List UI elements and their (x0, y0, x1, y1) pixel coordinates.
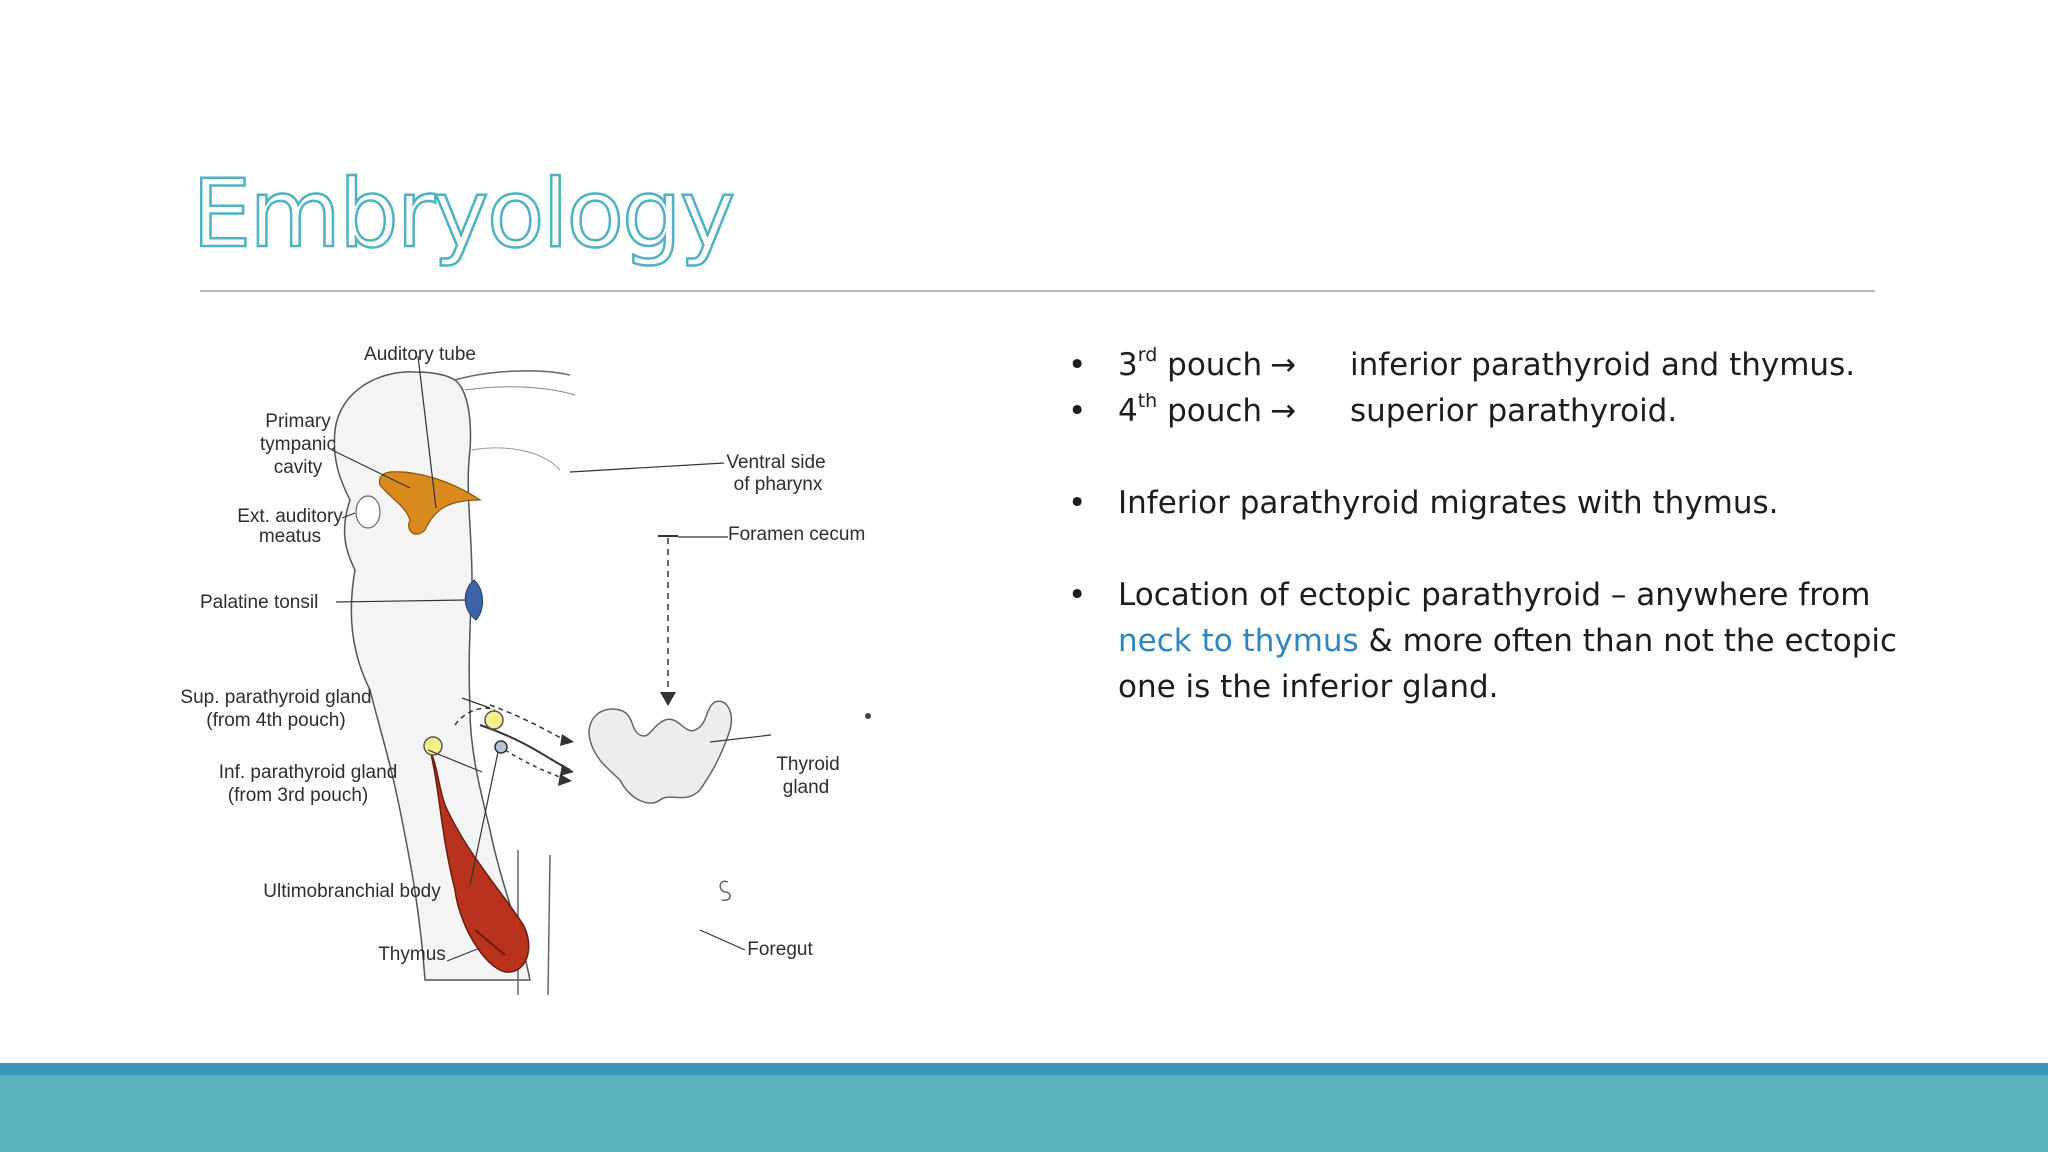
label-palatine-tonsil: Palatine tonsil (200, 592, 318, 613)
handwritten-mark (719, 880, 732, 902)
label-thyroid: Thyroid (776, 754, 839, 775)
bullet-pouch-ordinal: th (1137, 390, 1158, 412)
bullet-pouch-word: pouch (1157, 393, 1263, 429)
bullet-ectopic-location: Location of ectopic parathyroid – anywhe… (1068, 572, 1948, 710)
pharyngeal-pouch-diagram: Auditory tube Primary tympanic cavity Ex… (180, 344, 871, 996)
title-divider (200, 290, 1875, 292)
thymus-arrow (474, 929, 506, 956)
label-ext-auditory-2: meatus (259, 526, 321, 547)
bullet-text: Inferior parathyroid migrates with thymu… (1118, 485, 1779, 521)
label-ventral-side-2: of pharynx (734, 474, 823, 495)
label-primary-tympanic: Primary (265, 411, 331, 432)
thymus-shape (429, 749, 530, 973)
bullet-migration: Inferior parathyroid migrates with thymu… (1068, 480, 1948, 526)
sup-parathyroid-gland (484, 710, 504, 730)
bullet-pouch-number: 4 (1118, 393, 1138, 429)
label-ext-auditory: Ext. auditory (237, 506, 343, 527)
label-ventral-side: Ventral side (726, 452, 825, 473)
migration-arrow-2 (489, 704, 566, 741)
label-sup-parathyroid: Sup. parathyroid gland (180, 687, 371, 708)
stray-dot (865, 713, 871, 719)
migration-arrow-1 (479, 724, 571, 771)
palatine-tonsil-shape (464, 579, 483, 621)
bullet-list: 3rd pouch→ inferior parathyroid and thymu… (1068, 342, 1948, 710)
pharynx-top-inner (464, 386, 576, 396)
bullet-derivative: inferior parathyroid and thymus. (1350, 347, 1856, 383)
footer-bar (0, 1075, 2048, 1152)
arrowhead-3 (558, 774, 572, 786)
bullet-text-post: & more often than not the ectopic one is… (1118, 623, 1898, 705)
ultimobranchial-body (494, 740, 508, 754)
bullet-pouch-ordinal: rd (1137, 344, 1158, 366)
bullet-pouch-number: 3 (1118, 347, 1138, 383)
bullet-text-pre: Location of ectopic parathyroid – anywhe… (1118, 577, 1871, 613)
descent-arrowhead (660, 692, 676, 706)
leader-lines (331, 355, 772, 962)
label-primary-tympanic-2: tympanic (260, 434, 336, 455)
bullet-pouch-word: pouch (1157, 347, 1263, 383)
ventral-line (471, 447, 561, 471)
label-foramen-cecum: Foramen cecum (728, 524, 865, 545)
pharynx-top (454, 370, 571, 381)
tympanic-cavity-shape (378, 471, 482, 535)
label-primary-tympanic-3: cavity (274, 457, 323, 478)
label-foregut: Foregut (747, 939, 813, 960)
label-auditory-tube: Auditory tube (364, 344, 476, 365)
footer-accent-line (0, 1063, 2048, 1075)
bullet-fourth-pouch: 4th pouch→ superior parathyroid. (1068, 388, 1948, 434)
label-inf-parathyroid-2: (from 3rd pouch) (228, 785, 368, 806)
right-arrow-icon: → (1270, 347, 1297, 383)
slide-title: Embryology (191, 160, 737, 269)
label-sup-parathyroid-2: (from 4th pouch) (206, 710, 345, 731)
arrowhead-2 (560, 764, 574, 776)
bullet-highlight: neck to thymus (1118, 623, 1359, 659)
bullet-derivative: superior parathyroid. (1350, 393, 1678, 429)
label-thyroid-2: gland (783, 777, 830, 798)
label-ultimobranchial: Ultimobranchial body (263, 881, 441, 902)
label-thymus: Thymus (378, 944, 446, 965)
thyroid-gland-shape (588, 700, 732, 804)
ext-meatus-shape (355, 495, 381, 529)
arrowhead-1 (560, 734, 574, 746)
bullet-third-pouch: 3rd pouch→ inferior parathyroid and thymu… (1068, 342, 1948, 388)
migration-arrow-3 (504, 749, 569, 781)
right-arrow-icon: → (1270, 393, 1297, 429)
sup-parathyroid-path (454, 707, 496, 726)
label-inf-parathyroid: Inf. parathyroid gland (219, 762, 398, 783)
